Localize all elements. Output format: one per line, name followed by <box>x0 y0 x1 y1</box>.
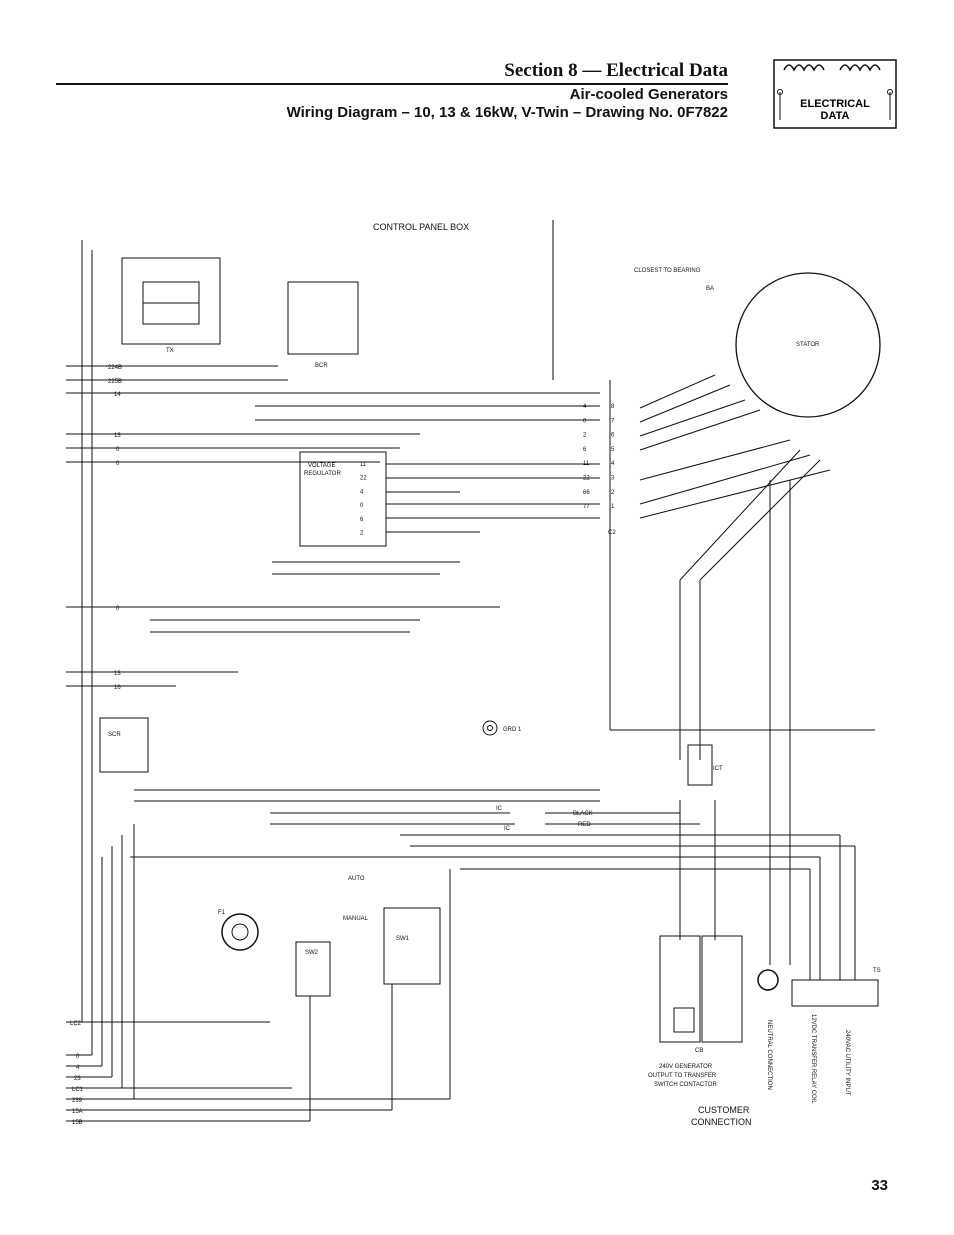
c2-wire-4: 11 <box>583 461 590 467</box>
c2-pin-4: 4 <box>611 461 615 467</box>
vr-terminal-0: 11 <box>360 462 367 468</box>
utility-input-label: 240VAC UTILITY INPUT <box>844 1030 850 1096</box>
vr-terminal-1: 22 <box>360 476 367 482</box>
c2-pin-1: 1 <box>611 504 615 510</box>
wire-239: 239 <box>72 1098 83 1104</box>
ic-label-2: IC <box>504 826 511 832</box>
control-panel-label: CONTROL PANEL BOX <box>373 222 469 232</box>
c2-wire-7: 77 <box>583 504 590 510</box>
manual-label: MANUAL <box>343 916 369 922</box>
c2-pin-6: 6 <box>611 433 615 439</box>
wire-lc2: LC2 <box>70 1021 82 1027</box>
black-label: BLACK <box>573 811 593 817</box>
wire-23: 23 <box>74 1076 81 1082</box>
scr-label: SCR <box>108 732 121 738</box>
red-label: RED <box>578 822 591 828</box>
header-rule <box>56 83 728 85</box>
c2-wire-0: 4 <box>583 404 587 410</box>
c2-wire-6: 66 <box>583 490 590 496</box>
wire-224b: 224B <box>108 365 122 371</box>
grd-label: GRD 1 <box>503 727 522 733</box>
wire-225b: 225B <box>108 379 122 385</box>
tx-label: TX <box>166 348 174 354</box>
stator-label: STATOR <box>796 342 820 348</box>
wire-16: 16 <box>114 685 121 691</box>
f1-label: F1 <box>218 910 226 916</box>
c2-pin-2: 2 <box>611 490 615 496</box>
vr-terminal-4: 6 <box>360 517 364 523</box>
sw2-label: SW2 <box>305 950 319 956</box>
cb-caption-3: SWITCH CONTACTOR <box>654 1082 717 1088</box>
ba-label: BA <box>706 286 714 292</box>
wire-4: 4 <box>76 1065 80 1071</box>
c2-wire-1: 0 <box>583 418 587 424</box>
ic-label-1: IC <box>496 806 503 812</box>
wire-15a: 15A <box>72 1109 83 1115</box>
subtitle: Air-cooled Generators <box>569 86 728 103</box>
vr-terminal-3: 0 <box>360 503 364 509</box>
neutral-label: NEUTRAL CONNECTION <box>766 1020 772 1090</box>
wire-0d: 0 <box>76 1054 80 1060</box>
wire-15b: 15B <box>72 1120 83 1126</box>
c2-pin-7: 7 <box>611 418 615 424</box>
electrical-data-logo: ELECTRICAL DATA <box>773 59 897 129</box>
c2-wire-3: 6 <box>583 447 587 453</box>
wire-lc1: LC1 <box>72 1087 84 1093</box>
bcr-label: BCR <box>315 363 328 369</box>
ts-label: TS <box>873 968 881 974</box>
wire-14: 14 <box>114 392 121 398</box>
vr-label-1: VOLTAGE <box>308 463 335 469</box>
c2-pin-8: 8 <box>611 404 615 410</box>
ict-label: ICT <box>713 766 723 772</box>
c2-wire-5: 22 <box>583 476 590 482</box>
customer-label-1: CUSTOMER <box>698 1105 750 1115</box>
customer-label-2: CONNECTION <box>691 1117 752 1127</box>
wire-0b: 0 <box>116 461 120 467</box>
cb-label: CB <box>695 1048 703 1054</box>
sw1-label: SW1 <box>396 936 410 942</box>
c2-wire-2: 2 <box>583 433 587 439</box>
vr-terminal-5: 2 <box>360 531 364 537</box>
logo-line2: DATA <box>821 110 850 122</box>
closest-to-bearing-label: CLOSEST TO BEARING <box>634 268 701 274</box>
section-title: Section 8 — Electrical Data <box>504 60 728 81</box>
cb-caption-2: OUTPUT TO TRANSFER <box>648 1073 717 1079</box>
c2-pin-5: 5 <box>611 447 615 453</box>
wire-0a: 0 <box>116 447 120 453</box>
page-number: 33 <box>871 1177 888 1194</box>
drawing-title: Wiring Diagram – 10, 13 & 16kW, V-Twin –… <box>286 104 728 121</box>
c2-label: C2 <box>608 530 616 536</box>
transfer-relay-label: 12VDC TRANSFER RELAY COIL <box>810 1014 816 1104</box>
wire-13b: 13 <box>114 671 121 677</box>
wire-13: 13 <box>114 433 121 439</box>
c2-pin-3: 3 <box>611 476 615 482</box>
logo-line1: ELECTRICAL <box>800 98 870 110</box>
vr-terminal-2: 4 <box>360 489 364 495</box>
wire-0c: 0 <box>116 606 120 612</box>
auto-label: AUTO <box>348 876 365 882</box>
cb-caption-1: 240V GENERATOR <box>659 1064 713 1070</box>
vr-terminals: 11 22 4 0 6 2 <box>360 462 367 537</box>
vr-label-2: REGULATOR <box>304 471 341 477</box>
